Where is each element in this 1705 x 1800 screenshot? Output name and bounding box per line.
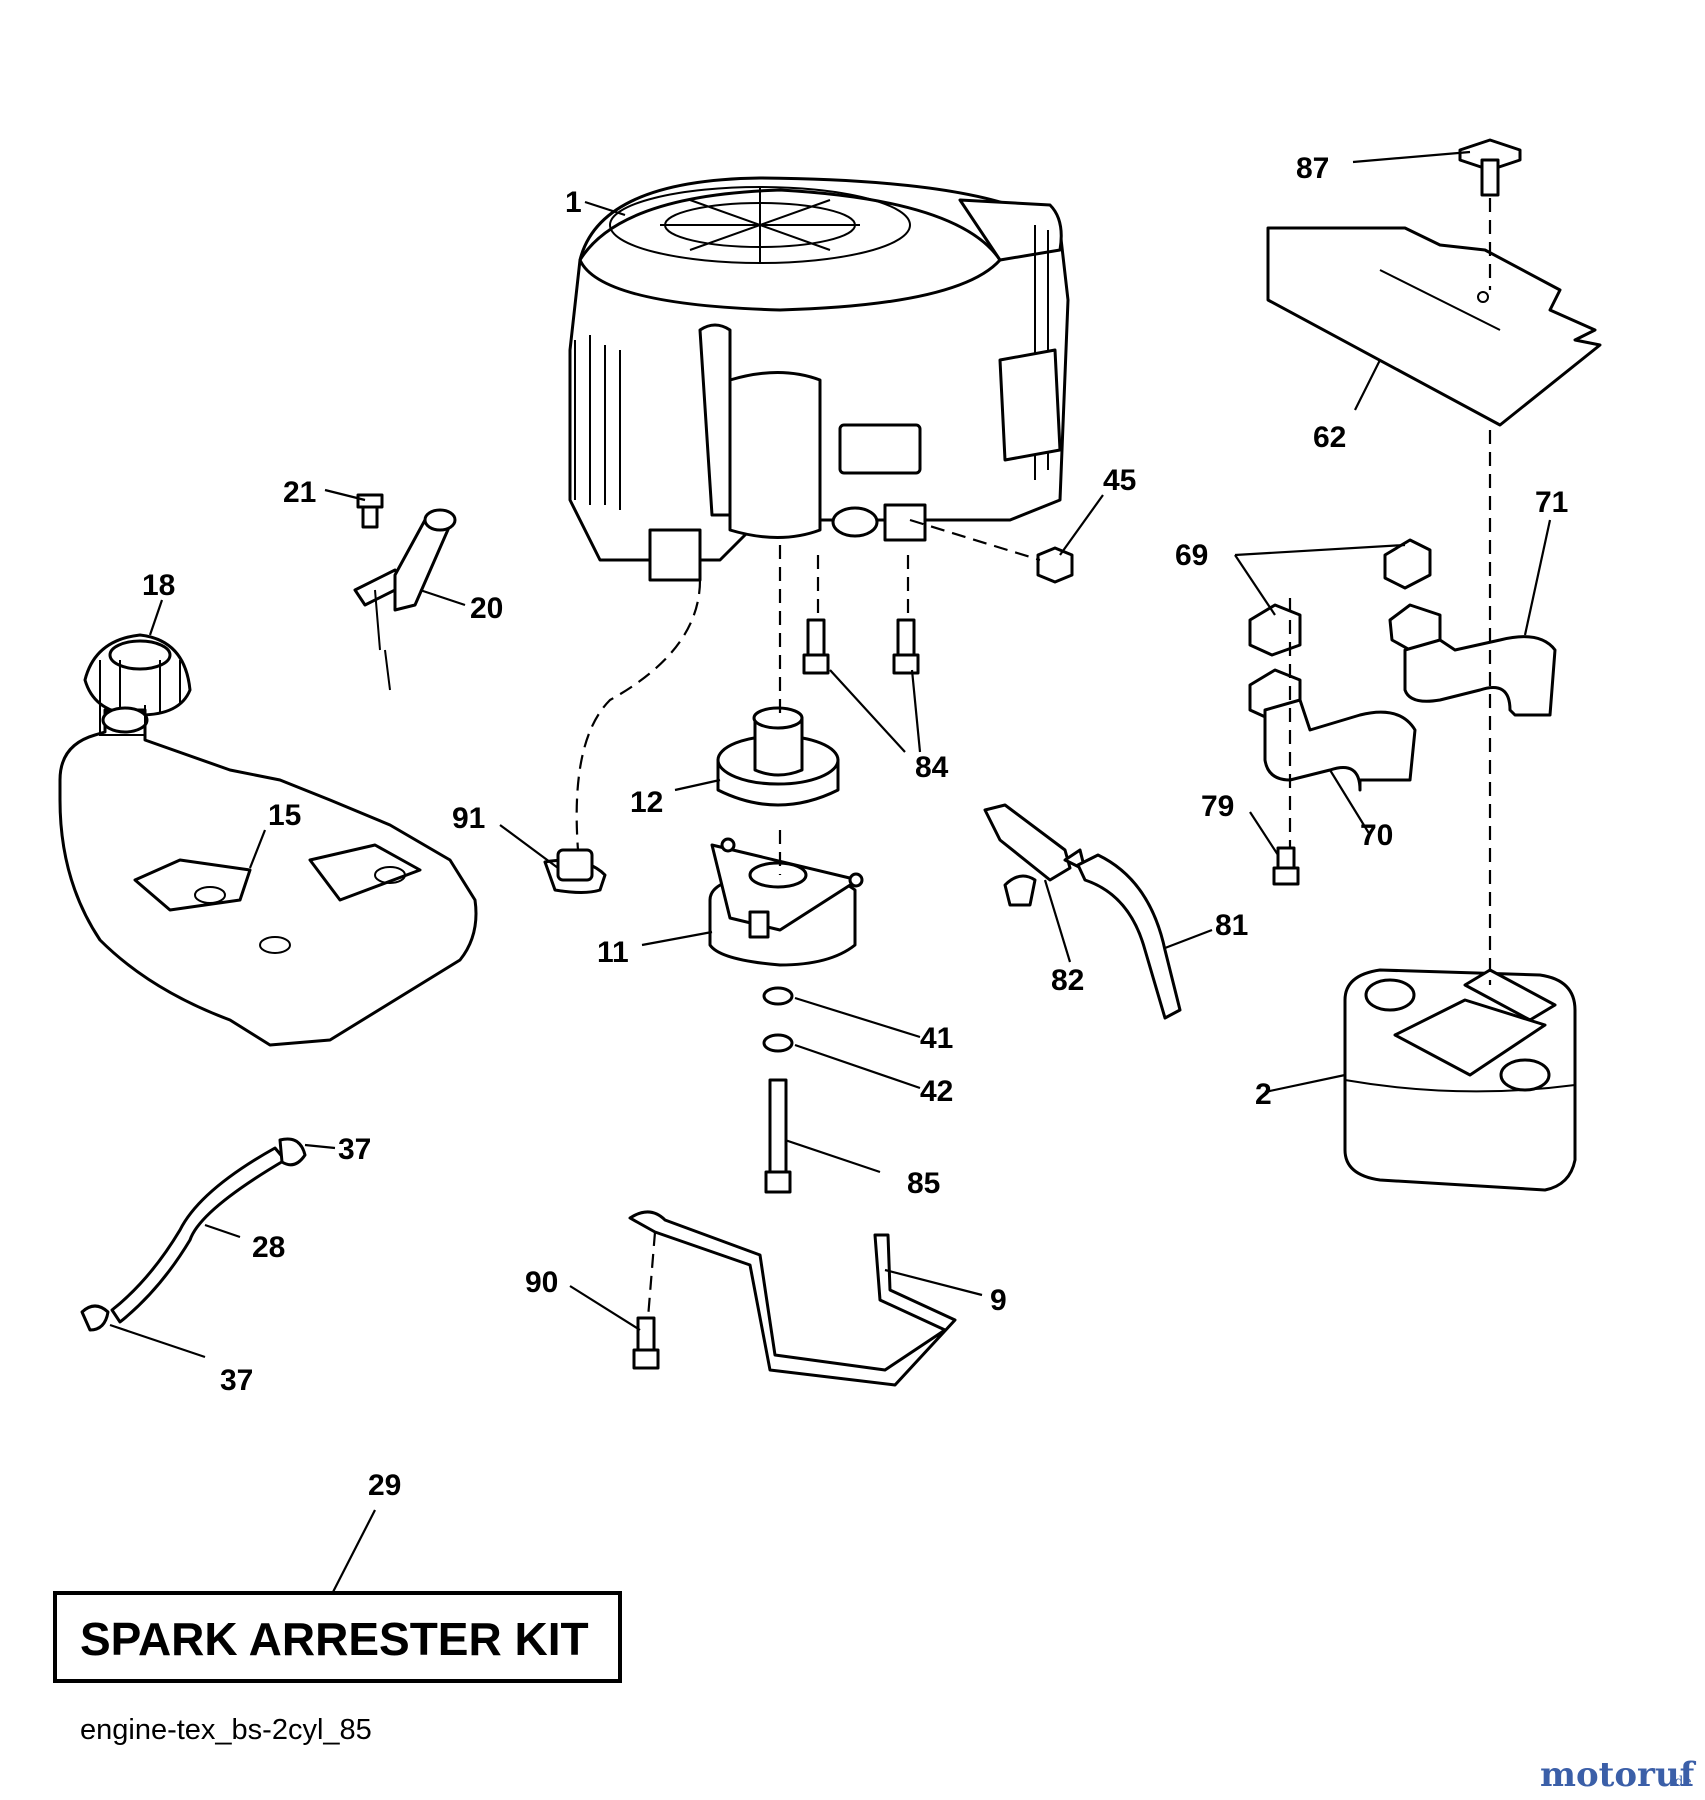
spark-arrester-kit-box: SPARK ARRESTER KIT (53, 1591, 622, 1683)
callout-11: 11 (597, 936, 629, 969)
callout-81: 81 (1215, 909, 1248, 942)
bolt-79-drawing (1272, 846, 1300, 886)
heat-shield-drawing (1266, 138, 1602, 427)
diagram-caption: engine-tex_bs-2cyl_85 (80, 1714, 372, 1746)
leader-lines (109, 150, 1552, 1593)
callout-37-bottom: 37 (220, 1364, 253, 1397)
callout-90: 90 (525, 1266, 558, 1299)
callout-82: 82 (1051, 964, 1084, 997)
engine-drawing (568, 176, 1070, 582)
callout-37-top: 37 (338, 1133, 371, 1166)
fuel-line-drawing (80, 1137, 307, 1332)
callout-85: 85 (907, 1167, 940, 1200)
callout-91: 91 (452, 802, 485, 835)
callout-18: 18 (142, 569, 175, 602)
callout-9: 9 (990, 1284, 1007, 1317)
callout-21: 21 (283, 476, 316, 509)
callout-71: 71 (1535, 486, 1568, 519)
callout-84: 84 (915, 751, 949, 784)
callout-28: 28 (252, 1231, 285, 1264)
nut-drawing (1036, 546, 1074, 584)
washer-42-drawing (762, 1033, 794, 1053)
pto-clutch-drawing (708, 837, 864, 967)
fuel-cap-drawing (83, 633, 192, 717)
fuel-filter-drawing (983, 803, 1182, 1020)
bolt-85-drawing (764, 1078, 792, 1194)
callout-1: 1 (565, 186, 582, 219)
exhaust-pipes-drawing (1248, 538, 1557, 792)
throttle-control-drawing (353, 493, 457, 691)
callout-42: 42 (920, 1075, 953, 1108)
spacer-drawing (543, 848, 607, 894)
part-callouts: 1 87 62 45 71 69 21 20 18 84 12 91 15 11… (142, 152, 1568, 1502)
callout-69: 69 (1175, 539, 1208, 572)
callout-15: 15 (268, 799, 301, 832)
callout-2: 2 (1255, 1078, 1272, 1111)
bolts-84-drawing (802, 618, 920, 675)
spark-arrester-kit-label: SPARK ARRESTER KIT (80, 1613, 589, 1665)
callout-79: 79 (1201, 790, 1234, 823)
watermark-brand: motoruf (1540, 1755, 1697, 1795)
callout-70: 70 (1360, 819, 1393, 852)
muffler-drawing (1343, 968, 1577, 1192)
callout-29: 29 (368, 1469, 401, 1502)
watermark-suffix: .de (1670, 1774, 1692, 1790)
callout-87: 87 (1296, 152, 1329, 185)
assembly-dashed-lines (575, 198, 1492, 1319)
callout-62: 62 (1313, 421, 1346, 454)
bracket-drawing (628, 1210, 957, 1387)
callout-20: 20 (470, 592, 503, 625)
pulley-drawing (716, 706, 840, 807)
washer-41-drawing (762, 986, 794, 1006)
fuel-tank-drawing (58, 705, 478, 1047)
watermark-logo: motoruf .de (1540, 1755, 1697, 1795)
callout-12: 12 (630, 786, 663, 819)
callout-41: 41 (920, 1022, 953, 1055)
callout-45: 45 (1103, 464, 1136, 497)
